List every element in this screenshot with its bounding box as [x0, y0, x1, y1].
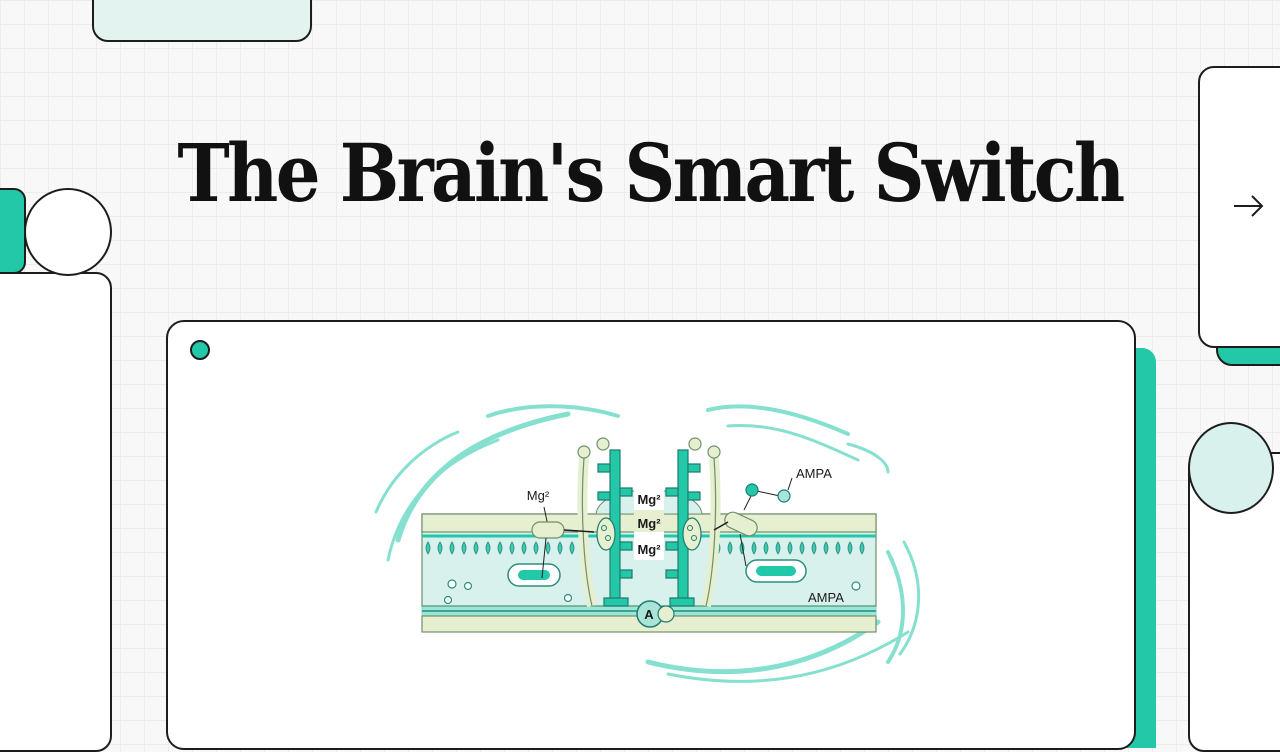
arrow-right-icon: [1234, 195, 1264, 217]
decor-left-circle: [24, 188, 112, 276]
a-marker: [636, 600, 675, 628]
mg-ion-left: [531, 506, 595, 579]
next-slide-button[interactable]: [1198, 66, 1280, 348]
vesicle-right: [745, 559, 807, 583]
receptor-top-knobs: [577, 437, 721, 459]
vesicle-left: [507, 563, 561, 587]
nmda-receptor-diagram: Mg² Mg² Mg² Mg² AMPA AMPA A: [374, 404, 921, 683]
decor-top-card: [92, 0, 312, 42]
ampa-bottom-label: AMPA: [808, 590, 844, 605]
mg-channel-mid-label: Mg²: [637, 516, 661, 531]
status-dot: [190, 340, 210, 360]
ampa-top-label: AMPA: [796, 466, 832, 481]
mg-channel-top-label: Mg²: [637, 492, 661, 507]
binding-sites: [596, 517, 702, 551]
channel-pillar-right: [665, 449, 701, 607]
slide-title: The Brain's Smart Switch: [177, 126, 1125, 220]
channel-pore: [634, 484, 664, 560]
decor-left-card: [0, 272, 112, 752]
decor-right-circle: [1188, 422, 1274, 514]
ampa-ligand: [713, 477, 793, 567]
receptor-outer-arms: [577, 457, 721, 608]
mg-left-label: Mg²: [527, 488, 550, 503]
diagram-card: Mg² Mg² Mg² Mg² AMPA AMPA A: [166, 320, 1136, 750]
channel-pillar-left: [597, 449, 633, 607]
decor-left-teal-tab: [0, 188, 26, 274]
motion-swirls: [374, 404, 921, 683]
mg-channel-bot-label: Mg²: [637, 542, 661, 557]
small-particles: [443, 579, 861, 605]
a-marker-label: A: [644, 607, 654, 622]
